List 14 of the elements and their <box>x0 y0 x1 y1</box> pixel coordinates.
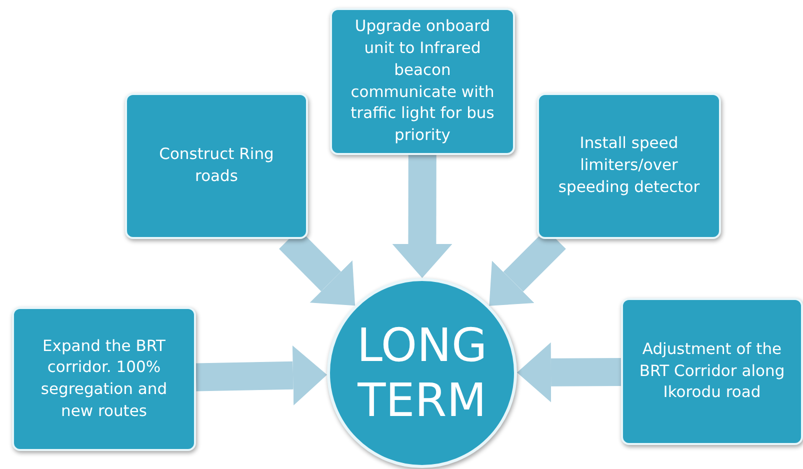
block-arrow <box>517 342 622 402</box>
block-arrow <box>392 154 452 278</box>
text-box <box>12 307 196 451</box>
text-box <box>125 93 308 239</box>
text-box <box>537 93 721 239</box>
block-arrow <box>196 345 328 406</box>
box-text: Install speed limiters/over speeding detector <box>557 133 701 198</box>
box-text: Construct Ring roads <box>158 144 275 187</box>
box-text: Upgrade onboard unit to Infrared beacon communicate with traffic light for bus priority <box>350 16 496 146</box>
center-title: LONG TERM <box>356 318 488 428</box>
text-box <box>330 8 515 155</box>
text-box <box>621 298 803 445</box>
box-text: Expand the BRT corridor. 100% segregation and new routes <box>40 336 168 422</box>
box-text: Adjustment of the BRT Corridor along Ikorodu road <box>638 338 786 404</box>
